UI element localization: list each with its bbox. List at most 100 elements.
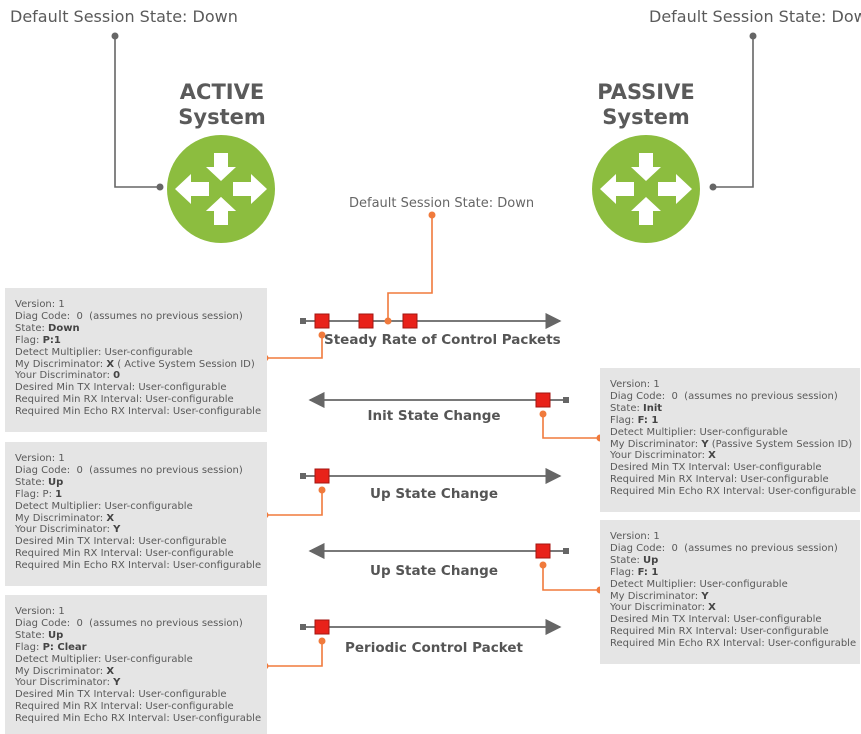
- field-value: Y: [113, 677, 121, 689]
- exchange-label-init: Init State Change: [367, 408, 501, 424]
- packet-square-icon: [314, 619, 330, 635]
- exchange-arrow-steady-rate: [300, 312, 562, 330]
- packet-field-line: My Discriminator: X: [15, 666, 267, 678]
- middle-default-state-label: Default Session State: Down: [349, 196, 535, 211]
- field-text: Your Discriminator:: [610, 450, 709, 462]
- field-text: Version: 1: [610, 379, 660, 390]
- field-text: Required Min RX Interval: User-configura…: [15, 548, 234, 560]
- packet-field-line: Detect Multiplier: User-configurable: [15, 347, 267, 359]
- active-router-icon: [167, 135, 275, 243]
- packet-field-line: Required Min RX Interval: User-configura…: [610, 474, 860, 486]
- packet-field-line: Flag: P: Clear: [15, 642, 267, 654]
- field-value: F: 1: [637, 414, 659, 426]
- field-text: My Discriminator:: [610, 590, 702, 602]
- field-text: State:: [610, 402, 644, 414]
- field-text: State:: [15, 322, 49, 334]
- field-text: Required Min RX Interval: User-configura…: [610, 626, 829, 638]
- field-text: Version: 1: [15, 453, 65, 464]
- packet-field-line: Required Min RX Interval: User-configura…: [15, 548, 267, 560]
- field-text: Detect Multiplier: User-configurable: [15, 346, 193, 358]
- packet-field-line: State: Up: [15, 630, 267, 642]
- packet-square-icon: [314, 313, 330, 329]
- field-note: ( Active System Session ID): [114, 358, 255, 370]
- field-note: (Passive System Session ID): [708, 438, 853, 450]
- packet-field-line: Desired Min TX Interval: User-configurab…: [15, 382, 267, 394]
- packet-field-line: Flag: P:1: [15, 335, 267, 347]
- field-text: My Discriminator:: [15, 665, 107, 677]
- packet-field-line: Required Min RX Interval: User-configura…: [610, 626, 860, 638]
- field-text: Version: 1: [610, 531, 660, 542]
- packet-field-line: Detect Multiplier: User-configurable: [15, 501, 267, 513]
- field-text: Detect Multiplier: User-configurable: [15, 500, 193, 512]
- exchange-label-steady-rate: Steady Rate of Control Packets: [324, 332, 561, 348]
- packet-field-line: My Discriminator: Y (Passive System Sess…: [610, 439, 860, 451]
- packet-field-line: Your Discriminator: 0: [15, 370, 267, 382]
- field-text: Required Min RX Interval: User-configura…: [610, 474, 829, 486]
- passive-default-state-label: Default Session State: Down: [649, 7, 861, 26]
- packet-field-line: My Discriminator: Y: [610, 591, 860, 603]
- packet-square-icon: [314, 468, 330, 484]
- packet-field-line: Flag: F: 1: [610, 567, 860, 579]
- field-text: Required Min Echo RX Interval: User-conf…: [15, 406, 262, 418]
- field-value: Up: [48, 476, 64, 488]
- field-text: State:: [610, 554, 644, 566]
- packet-field-line: Required Min Echo RX Interval: User-conf…: [15, 406, 267, 418]
- field-text: Diag Code: 0 (assumes no previous sessio…: [610, 542, 838, 554]
- field-text: Your Discriminator:: [15, 677, 114, 689]
- field-value: X: [708, 450, 716, 462]
- field-value: 0: [113, 370, 121, 382]
- packet-field-line: State: Down: [15, 323, 267, 335]
- exchange-arrow-periodic: [300, 618, 562, 636]
- connector-panel-2: [539, 410, 604, 442]
- field-value: X: [708, 602, 716, 614]
- field-text: My Discriminator:: [610, 438, 702, 450]
- packet-field-line: Diag Code: 0 (assumes no previous sessio…: [15, 618, 267, 630]
- packet-field-line: My Discriminator: X: [15, 513, 267, 525]
- packet-field-line: Your Discriminator: Y: [15, 677, 267, 689]
- packet-field-line: Required Min Echo RX Interval: User-conf…: [610, 638, 860, 650]
- packet-field-line: Required Min RX Interval: User-configura…: [15, 394, 267, 406]
- field-text: My Discriminator:: [15, 358, 107, 370]
- packet-field-line: Diag Code: 0 (assumes no previous sessio…: [15, 465, 267, 477]
- field-text: Desired Min TX Interval: User-configurab…: [610, 462, 822, 474]
- field-text: Desired Min TX Interval: User-configurab…: [15, 382, 227, 394]
- packet-field-line: Version: 1: [15, 299, 267, 311]
- packet-field-line: Detect Multiplier: User-configurable: [15, 654, 267, 666]
- packet-field-line: State: Init: [610, 403, 860, 415]
- passive-title-line1: PASSIVE: [597, 80, 695, 104]
- exchange-arrow-up-1: [300, 467, 562, 485]
- packet-field-line: Version: 1: [610, 531, 860, 543]
- exchange-label-up-1: Up State Change: [370, 486, 498, 502]
- packet-field-line: Diag Code: 0 (assumes no previous sessio…: [15, 311, 267, 323]
- field-text: Required Min RX Interval: User-configura…: [15, 394, 234, 406]
- passive-system-title: PASSIVE System: [590, 80, 702, 130]
- field-text: Version: 1: [15, 299, 65, 310]
- active-title-line1: ACTIVE: [179, 80, 265, 104]
- field-text: Flag:: [15, 641, 43, 653]
- field-text: Diag Code: 0 (assumes no previous sessio…: [15, 310, 243, 322]
- field-text: Your Discriminator:: [610, 602, 709, 614]
- passive-router-icon: [592, 135, 700, 243]
- active-system-title: ACTIVE System: [166, 80, 278, 130]
- field-value: F: 1: [637, 566, 659, 578]
- exchange-arrow-up-2: [308, 542, 569, 560]
- packet-field-line: Desired Min TX Interval: User-configurab…: [15, 689, 267, 701]
- packet-field-line: Your Discriminator: X: [610, 602, 860, 614]
- active-default-state-label: Default Session State: Down: [10, 7, 238, 26]
- field-text: State:: [15, 629, 49, 641]
- packet-field-line: Required Min RX Interval: User-configura…: [15, 701, 267, 713]
- field-text: Flag: P:: [15, 488, 56, 500]
- field-text: Desired Min TX Interval: User-configurab…: [15, 689, 227, 701]
- field-text: Diag Code: 0 (assumes no previous sessio…: [610, 390, 838, 402]
- connector-panel-4: [539, 561, 604, 594]
- packet-field-line: Version: 1: [15, 453, 267, 465]
- field-text: Required Min Echo RX Interval: User-conf…: [610, 638, 857, 650]
- packet-field-line: My Discriminator: X ( Active System Sess…: [15, 359, 267, 371]
- packet-field-line: Diag Code: 0 (assumes no previous sessio…: [610, 543, 860, 555]
- field-value: X: [106, 665, 115, 677]
- packet-square-icon: [358, 313, 374, 329]
